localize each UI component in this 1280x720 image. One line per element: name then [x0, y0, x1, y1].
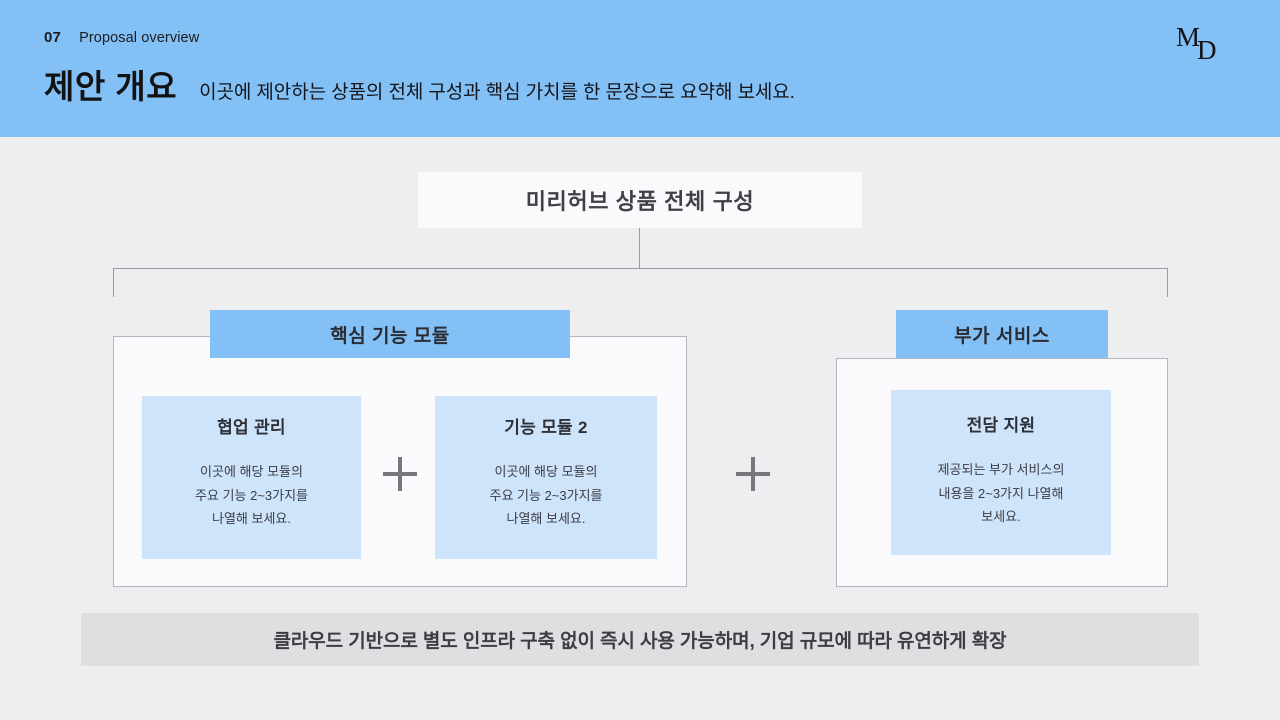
section-label: Proposal overview — [79, 30, 200, 46]
connector-stem — [639, 228, 640, 269]
service-card-title: 전담 지원 — [966, 416, 1036, 435]
summary-banner-text: 클라우드 기반으로 별도 인프라 구축 없이 즉시 사용 가능하며, 기업 규모… — [273, 631, 1007, 652]
page-title: 제안 개요 — [44, 68, 178, 105]
breadcrumb: 07 Proposal overview — [44, 29, 199, 46]
module-card: 협업 관리 이곳에 해당 모듈의 주요 기능 2~3가지를 나열해 보세요. — [142, 396, 361, 559]
section-tab-core-modules: 핵심 기능 모듈 — [210, 310, 570, 358]
module-card-body: 이곳에 해당 모듈의 주요 기능 2~3가지를 나열해 보세요. — [195, 464, 308, 526]
service-card: 전담 지원 제공되는 부가 서비스의 내용을 2~3가지 나열해 보세요. — [891, 390, 1111, 555]
module-card-title: 기능 모듈 2 — [504, 418, 588, 437]
module-card-body: 이곳에 해당 모듈의 주요 기능 2~3가지를 나열해 보세요. — [489, 464, 603, 526]
diagram-root-label: 미리허브 상품 전체 구성 — [525, 189, 755, 214]
section-number: 07 — [44, 29, 62, 46]
plus-icon — [736, 457, 770, 491]
section-tab-extra-services: 부가 서비스 — [896, 310, 1108, 358]
title-row: 제안 개요 이곳에 제안하는 상품의 전체 구성과 핵심 가치를 한 문장으로 … — [44, 70, 795, 103]
logo-letter-m: M — [1176, 22, 1201, 52]
section-tab-label: 부가 서비스 — [954, 325, 1050, 347]
module-card: 기능 모듈 2 이곳에 해당 모듈의 주요 기능 2~3가지를 나열해 보세요. — [435, 396, 657, 559]
diagram-root-node: 미리허브 상품 전체 구성 — [418, 172, 862, 228]
summary-banner: 클라우드 기반으로 별도 인프라 구축 없이 즉시 사용 가능하며, 기업 규모… — [81, 613, 1199, 666]
service-card-body: 제공되는 부가 서비스의 내용을 2~3가지 나열해 보세요. — [937, 462, 1065, 524]
slide-header-band: 07 Proposal overview 제안 개요 이곳에 제안하는 상품의 … — [0, 0, 1280, 137]
plus-icon — [383, 457, 417, 491]
brand-logo: M D — [1176, 24, 1236, 68]
connector-drop-right — [1167, 268, 1168, 297]
connector-drop-left — [113, 268, 114, 297]
section-tab-label: 핵심 기능 모듈 — [330, 325, 450, 347]
module-card-title: 협업 관리 — [217, 418, 286, 437]
logo-letter-d: D — [1197, 35, 1217, 65]
connector-horizontal-bar — [113, 268, 1168, 269]
page-subtitle: 이곳에 제안하는 상품의 전체 구성과 핵심 가치를 한 문장으로 요약해 보세… — [199, 82, 795, 103]
